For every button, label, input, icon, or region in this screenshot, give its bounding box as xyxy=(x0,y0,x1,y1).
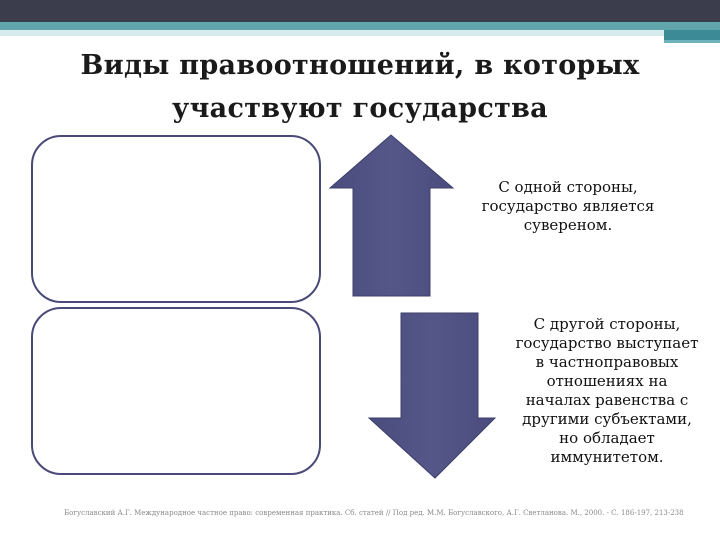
slide-title-line-2: участвуют государства xyxy=(172,93,548,124)
header-accent-shade xyxy=(664,40,720,43)
statement-sovereign-line: С одной стороны, xyxy=(498,178,638,196)
header-bar-dark xyxy=(0,0,720,22)
header-bar-teal xyxy=(0,22,720,30)
top-rounded-box xyxy=(31,135,321,303)
arrow-up-icon xyxy=(328,134,455,297)
bottom-rounded-box xyxy=(31,307,321,475)
statement-sovereign-line: государство является xyxy=(481,197,655,215)
statement-private-law: С другой стороны, государство выступает … xyxy=(498,315,716,467)
statement-private-law-line: отношениях на xyxy=(546,372,668,390)
statement-sovereign-line: сувереном. xyxy=(523,216,613,234)
statement-sovereign: С одной стороны, государство является су… xyxy=(468,178,668,235)
statement-private-law-line: началах равенства с xyxy=(525,391,689,409)
statement-private-law-line: иммунитетом. xyxy=(550,448,664,466)
slide-title: Виды правоотношений, в которых участвуют… xyxy=(40,44,680,130)
arrow-down-icon xyxy=(367,312,497,479)
statement-private-law-line: государство выступает xyxy=(515,334,699,352)
header-bar-light xyxy=(0,30,720,36)
slide-title-line-1: Виды правоотношений, в которых xyxy=(80,50,640,81)
statement-private-law-line: другими субъектами, xyxy=(522,410,692,428)
source-footnote: Богуславский А.Г. Международное частное … xyxy=(64,509,684,517)
statement-private-law-line: но обладает xyxy=(559,429,655,447)
statement-private-law-line: С другой стороны, xyxy=(533,315,681,333)
statement-private-law-line: в частноправовых xyxy=(535,353,679,371)
header-accent-block xyxy=(664,30,720,40)
